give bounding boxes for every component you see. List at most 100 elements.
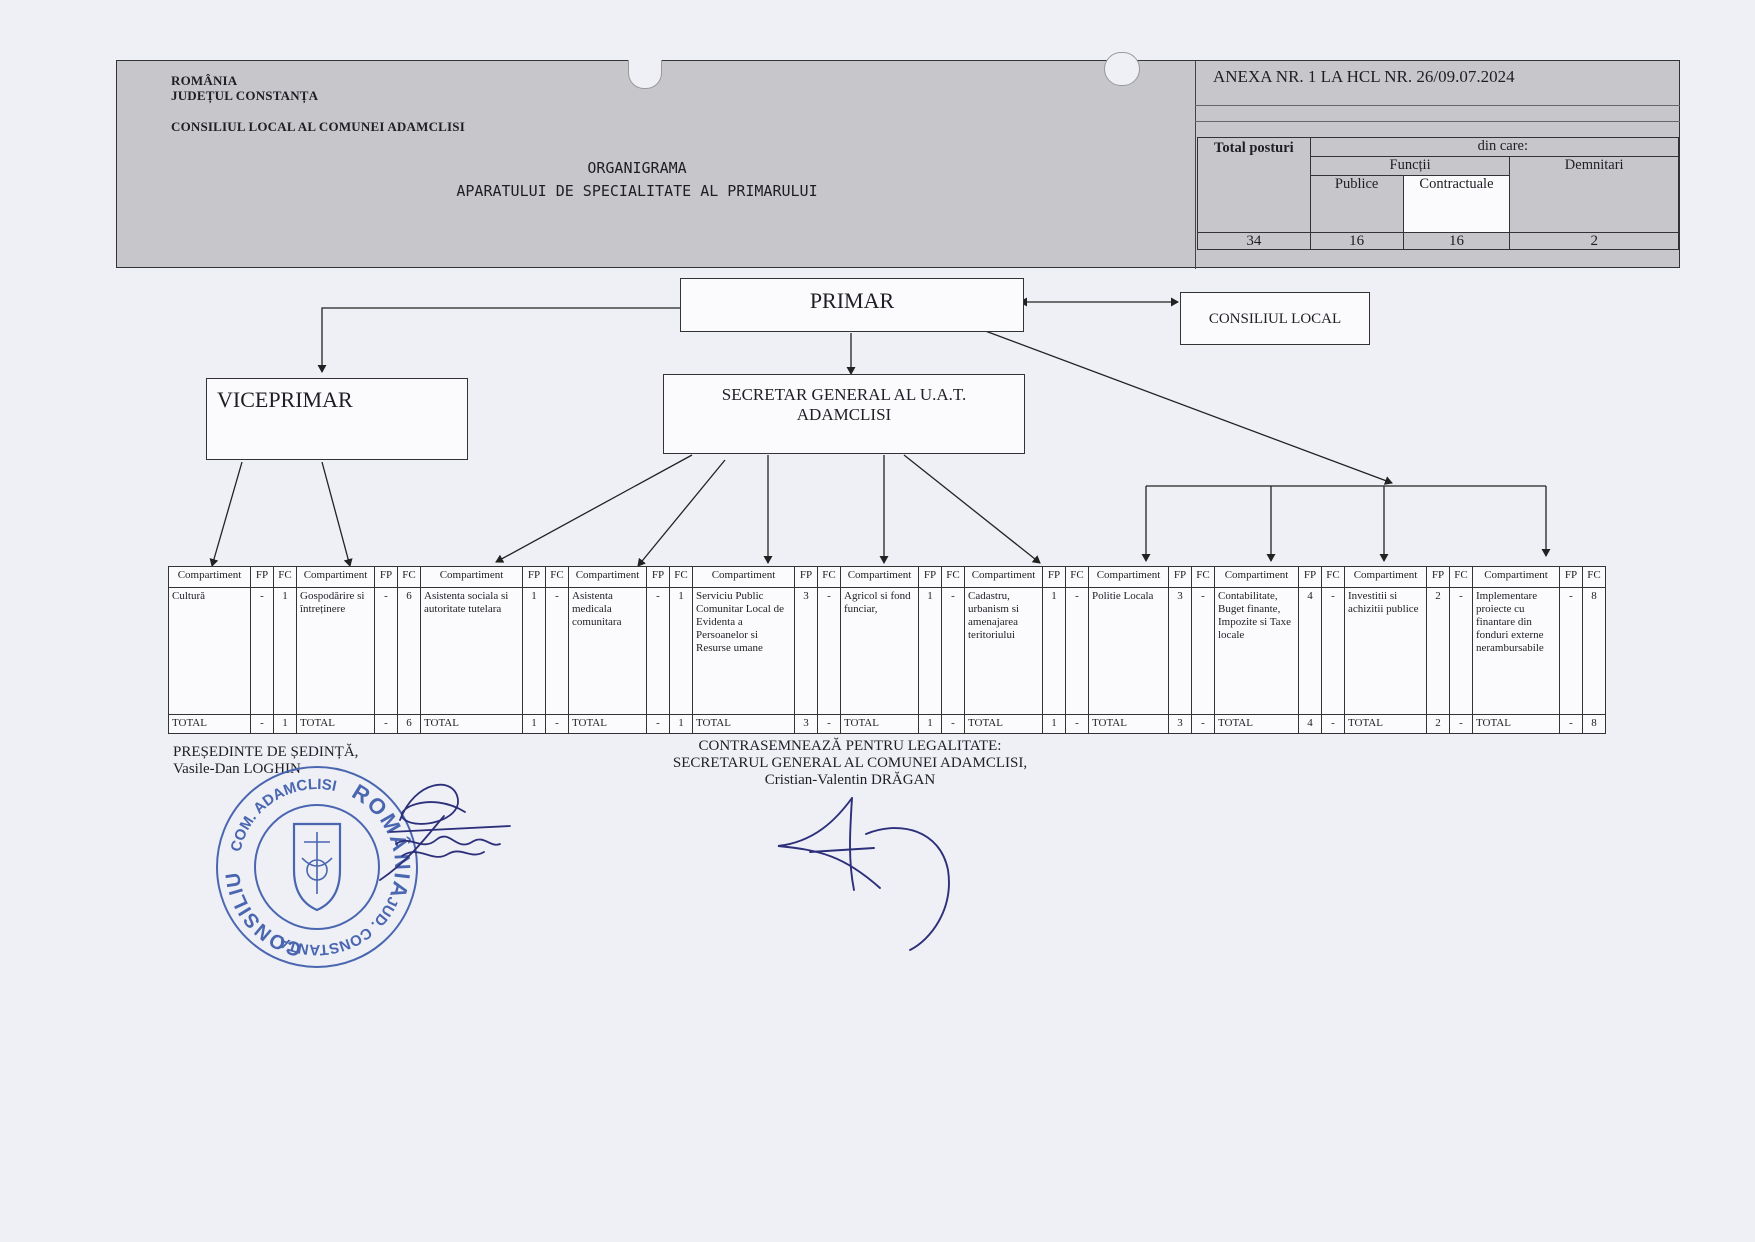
department-total-label: TOTAL xyxy=(964,714,1043,734)
council-stamp: ROMÂNIA JUD. CONSTANTA COM. ADAMCLISI CO… xyxy=(212,762,418,968)
header-fp: FP xyxy=(250,566,274,588)
president-block: PREȘEDINTE DE ȘEDINȚĂ, Vasile-Dan LOGHIN xyxy=(173,744,358,778)
title-line-2: APARATULUI DE SPECIALITATE AL PRIMARULUI xyxy=(456,182,818,200)
header-fp: FP xyxy=(374,566,398,588)
department-fp: 2 xyxy=(1426,587,1450,715)
council-name: CONSILIUL LOCAL AL COMUNEI ADAMCLISI xyxy=(171,119,465,134)
secretary-role: SECRETARUL GENERAL AL COMUNEI ADAMCLISI, xyxy=(672,755,1028,771)
header-compartiment: Compartiment xyxy=(1472,566,1560,588)
department-name: Gospodărire si întreținere xyxy=(296,587,375,715)
header-fp: FP xyxy=(918,566,942,588)
header-fc: FC xyxy=(545,566,569,588)
department-total-fp: 4 xyxy=(1298,714,1322,734)
contractuale-value: 16 xyxy=(1402,232,1511,250)
consiliul-local-box: CONSILIUL LOCAL xyxy=(1180,292,1370,345)
publice-value: 16 xyxy=(1309,232,1404,250)
department-total-fp: - xyxy=(1559,714,1583,734)
department-total-label: TOTAL xyxy=(296,714,375,734)
county-name: JUDEȚUL CONSTANȚA xyxy=(171,88,319,103)
demnitari-value: 2 xyxy=(1509,232,1679,250)
header-compartiment: Compartiment xyxy=(840,566,919,588)
title-line-1: ORGANIGRAMA xyxy=(587,159,687,177)
department-total-fc: 1 xyxy=(669,714,693,734)
header-fp: FP xyxy=(1559,566,1583,588)
header-fp: FP xyxy=(522,566,546,588)
department-name: Contabilitate, Buget finante, Impozite s… xyxy=(1214,587,1299,715)
posts-summary-table: Total posturi din care: Funcții Demnitar… xyxy=(1197,137,1680,250)
country-name: ROMÂNIA xyxy=(171,73,238,88)
department-total-fc: 1 xyxy=(273,714,297,734)
header-fp: FP xyxy=(1168,566,1192,588)
department-total-label: TOTAL xyxy=(1344,714,1427,734)
header-compartiment: Compartiment xyxy=(1214,566,1299,588)
primar-box: PRIMAR xyxy=(680,278,1024,332)
secretar-general-box: SECRETAR GENERAL AL U.A.T. ADAMCLISI xyxy=(663,374,1025,454)
annex-separator xyxy=(1195,105,1680,106)
demnitari-label: Demnitari xyxy=(1509,156,1679,233)
organigram-title: ORGANIGRAMA APARATULUI DE SPECIALITATE A… xyxy=(367,157,907,203)
header-compartiment: Compartiment xyxy=(296,566,375,588)
president-signature xyxy=(379,783,511,881)
department-total-fp: 2 xyxy=(1426,714,1450,734)
department-fc: 6 xyxy=(397,587,421,715)
department-fp: - xyxy=(646,587,670,715)
department-total-fp: 1 xyxy=(522,714,546,734)
department-total-fp: - xyxy=(374,714,398,734)
header-fp: FP xyxy=(794,566,818,588)
department-name: Asistenta sociala si autoritate tutelara xyxy=(420,587,523,715)
department-total-fp: 1 xyxy=(918,714,942,734)
primar-viceprimar-link xyxy=(317,307,680,373)
header-compartiment: Compartiment xyxy=(1344,566,1427,588)
department-total-label: TOTAL xyxy=(168,714,251,734)
president-role: PREȘEDINTE DE ȘEDINȚĂ, xyxy=(173,744,359,760)
department-name: Politie Locala xyxy=(1088,587,1169,715)
header-fp: FP xyxy=(1426,566,1450,588)
secretar-general-label: SECRETAR GENERAL AL U.A.T. ADAMCLISI xyxy=(664,385,1024,425)
department-fc: 8 xyxy=(1582,587,1606,715)
department-fp: - xyxy=(1559,587,1583,715)
department-total-fc: 8 xyxy=(1582,714,1606,734)
department-total-label: TOTAL xyxy=(1214,714,1299,734)
department-total-fp: 3 xyxy=(794,714,818,734)
document-header: ROMÂNIA JUDEȚUL CONSTANȚA CONSILIUL LOCA… xyxy=(116,60,1680,269)
department-fc: - xyxy=(941,587,965,715)
department-fc: 1 xyxy=(273,587,297,715)
department-name: Implementare proiecte cu finantare din f… xyxy=(1472,587,1560,715)
department-name: Agricol si fond funciar, xyxy=(840,587,919,715)
secretary-signature xyxy=(777,797,950,951)
department-total-label: TOTAL xyxy=(840,714,919,734)
annex-reference: ANEXA NR. 1 LA HCL NR. 26/09.07.2024 xyxy=(1213,67,1515,86)
consiliul-local-label: CONSILIUL LOCAL xyxy=(1208,311,1342,327)
header-compartiment: Compartiment xyxy=(168,566,251,588)
department-total-fc: - xyxy=(1449,714,1473,734)
din-care-label: din care: xyxy=(1309,137,1680,157)
primar-label: PRIMAR xyxy=(809,288,895,313)
department-total-label: TOTAL xyxy=(1472,714,1560,734)
header-fp: FP xyxy=(1042,566,1066,588)
department-fc: - xyxy=(1321,587,1345,715)
department-fp: 1 xyxy=(1042,587,1066,715)
header-divider xyxy=(1195,61,1196,269)
secretar-line-1: SECRETAR GENERAL AL U.A.T. xyxy=(721,385,967,404)
primar-right-branch-link xyxy=(979,328,1393,485)
department-total-fp: 1 xyxy=(1042,714,1066,734)
header-fc: FC xyxy=(941,566,965,588)
department-fp: - xyxy=(250,587,274,715)
secretary-name: Cristian-Valentin DRĂGAN xyxy=(764,772,936,788)
annex-separator-2 xyxy=(1195,121,1680,122)
department-total-fc: 6 xyxy=(397,714,421,734)
countersign-block: CONTRASEMNEAZĂ PENTRU LEGALITATE: SECRET… xyxy=(640,738,1060,789)
department-fp: 1 xyxy=(918,587,942,715)
publice-label: Publice xyxy=(1309,175,1404,233)
department-total-fp: - xyxy=(250,714,274,734)
total-posts-label: Total posturi xyxy=(1197,137,1311,233)
department-fc: - xyxy=(1449,587,1473,715)
department-name: Investitii si achizitii publice xyxy=(1344,587,1427,715)
department-fp: 3 xyxy=(1168,587,1192,715)
header-fc: FC xyxy=(669,566,693,588)
header-compartiment: Compartiment xyxy=(568,566,647,588)
